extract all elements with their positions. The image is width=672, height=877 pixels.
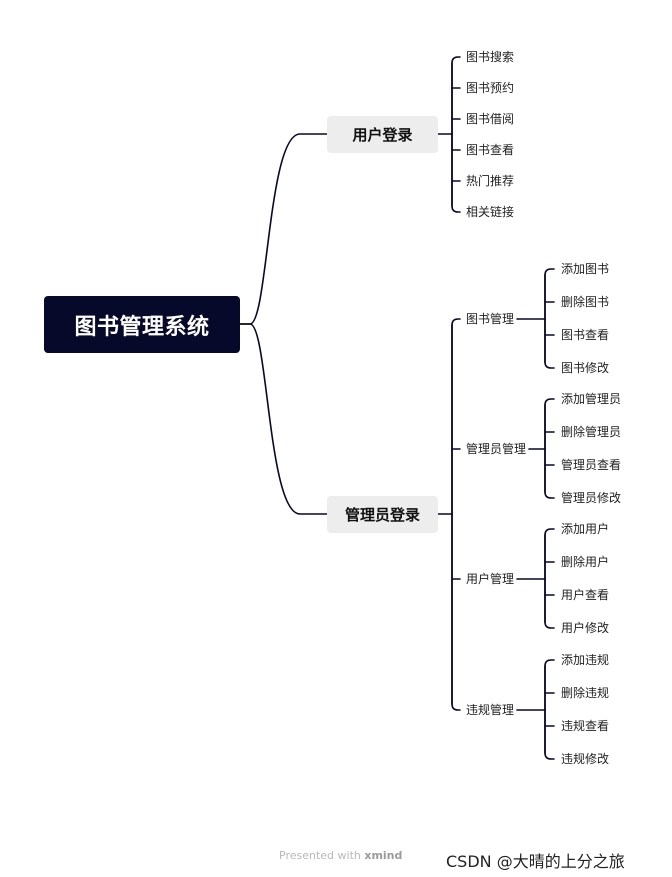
leaf-node[interactable]: 管理员查看 (561, 458, 622, 472)
leaf-node[interactable]: 添加图书 (561, 262, 610, 276)
connector-user-leaves-branch (544, 528, 555, 580)
connector-admin-groups-branch (451, 318, 461, 515)
leaf-node[interactable]: 违规修改 (561, 752, 610, 766)
group-node-user-management[interactable]: 用户管理 (466, 572, 515, 586)
leaf-node[interactable]: 用户查看 (561, 588, 610, 602)
leaf-node[interactable]: 图书预约 (466, 81, 515, 95)
leaf-node[interactable]: 删除图书 (561, 295, 610, 309)
leaf-node[interactable]: 添加管理员 (561, 392, 622, 406)
connector-book-leaves-branch (544, 268, 555, 320)
leaf-node[interactable]: 图书修改 (561, 361, 610, 375)
group-node-violation-management[interactable]: 违规管理 (466, 703, 515, 717)
leaf-node[interactable]: 添加违规 (561, 653, 610, 667)
footer-presented-text: Presented with (279, 849, 361, 862)
connector-root-user (239, 133, 328, 325)
connector-user-leaves-branch (544, 578, 555, 629)
group-node-admin-management[interactable]: 管理员管理 (466, 442, 527, 456)
connector-user-children-branch (451, 56, 461, 135)
presented-with-footer: Presented with xmind (279, 849, 402, 862)
leaf-node[interactable]: 图书借阅 (466, 112, 515, 126)
connector-violation-leaves-branch (544, 659, 555, 711)
branch-admin-login[interactable]: 管理员登录 (327, 496, 438, 533)
xmind-logo-text: xmind (364, 849, 403, 862)
leaf-node[interactable]: 删除用户 (561, 555, 610, 569)
csdn-watermark: CSDN @大晴的上分之旅 (446, 852, 625, 871)
connector-violation-leaves-branch (544, 709, 555, 760)
leaf-node[interactable]: 热门推荐 (466, 174, 515, 188)
leaf-node[interactable]: 删除管理员 (561, 425, 622, 439)
root-node[interactable]: 图书管理系统 (44, 296, 240, 353)
leaf-node[interactable]: 用户修改 (561, 621, 610, 635)
leaf-node[interactable]: 添加用户 (561, 522, 610, 536)
connector-book-leaves-branch (544, 318, 555, 369)
leaf-node[interactable]: 违规查看 (561, 719, 610, 733)
connector-root-admin (239, 323, 328, 515)
group-node-book-management[interactable]: 图书管理 (466, 312, 515, 326)
connector-admin-leaves-branch (544, 448, 555, 499)
leaf-node[interactable]: 相关链接 (466, 205, 515, 219)
connector-user-children-branch (451, 133, 461, 213)
leaf-node[interactable]: 图书查看 (561, 328, 610, 342)
connector-admin-groups-branch (451, 513, 461, 711)
branch-user-login[interactable]: 用户登录 (327, 116, 438, 153)
leaf-node[interactable]: 管理员修改 (561, 491, 622, 505)
connector-admin-leaves-branch (544, 398, 555, 450)
leaf-node[interactable]: 删除违规 (561, 686, 610, 700)
leaf-node[interactable]: 图书查看 (466, 143, 515, 157)
leaf-node[interactable]: 图书搜索 (466, 50, 515, 64)
